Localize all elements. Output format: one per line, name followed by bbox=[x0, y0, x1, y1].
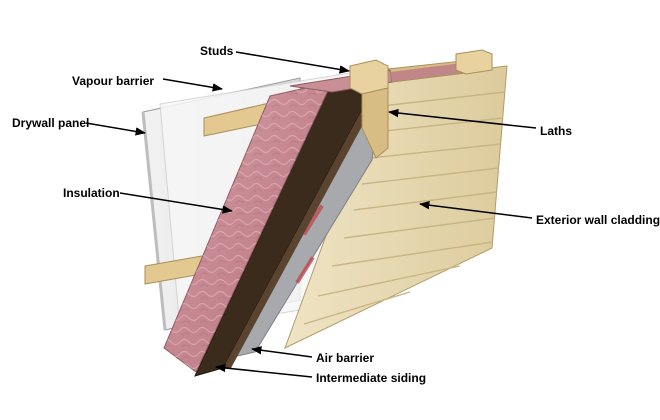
cladding-board-lines bbox=[303, 91, 506, 325]
pointer-lines bbox=[85, 51, 537, 378]
pointer-insulation bbox=[119, 192, 234, 214]
pointer-drywall-panel bbox=[85, 122, 147, 136]
pointer-studs bbox=[235, 51, 351, 74]
insulation-texture bbox=[164, 82, 332, 372]
insulation-top-back bbox=[390, 62, 470, 82]
pointer-intermediate-siding bbox=[214, 363, 313, 378]
label-drywall-panel: Drywall panel bbox=[12, 116, 90, 130]
pointer-vapour-barrier bbox=[162, 78, 224, 92]
drywall-edge bbox=[141, 111, 167, 331]
label-exterior-wall-cladding: Exterior wall cladding bbox=[536, 213, 660, 227]
stud-vertical-front-side bbox=[361, 87, 389, 159]
label-vapour-barrier: Vapour barrier bbox=[72, 74, 155, 88]
pointer-laths bbox=[387, 108, 537, 129]
pointer-air-barrier bbox=[250, 346, 313, 358]
pointer-exterior-wall-cladding bbox=[418, 201, 533, 219]
label-air-barrier: Air barrier bbox=[316, 351, 375, 365]
label-insulation: Insulation bbox=[63, 186, 120, 200]
stud-vertical-back bbox=[455, 49, 493, 75]
label-laths: Laths bbox=[540, 124, 573, 138]
label-studs: Studs bbox=[200, 44, 234, 58]
label-intermediate-siding: Intermediate siding bbox=[316, 371, 427, 385]
intermediate-siding-face bbox=[223, 80, 386, 368]
